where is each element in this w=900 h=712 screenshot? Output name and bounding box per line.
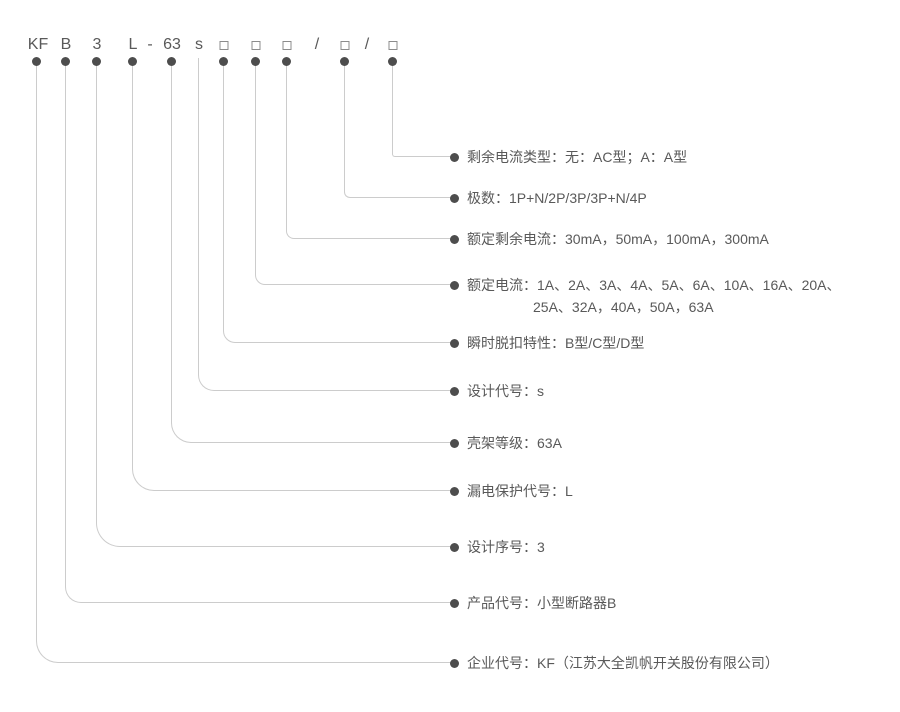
label-bullet <box>450 542 459 552</box>
placeholder-box-icon <box>219 41 229 50</box>
code-segment-dash: - <box>147 36 153 53</box>
code-segment-slash: / <box>314 36 320 53</box>
label-rated-current-line2: 25A、32A，40A，50A，63A <box>533 299 714 315</box>
connector-line <box>223 62 450 343</box>
connector-line <box>132 62 450 491</box>
label-bullet <box>450 193 459 203</box>
code-segment-3: 3 <box>92 36 102 53</box>
label-bullet <box>450 234 459 244</box>
label-product-code: 产品代号：小型断路器B <box>467 595 617 611</box>
code-dot <box>219 57 228 66</box>
label-leakage-protection-code: 漏电保护代号：L <box>467 483 573 499</box>
code-dot <box>251 57 260 66</box>
label-company-code: 企业代号：KF（江苏大全凯帆开关股份有限公司） <box>467 655 779 671</box>
label-bullet <box>450 658 459 668</box>
connector-line <box>286 62 450 239</box>
code-segment-slash: / <box>364 36 370 53</box>
code-dot <box>340 57 349 66</box>
label-design-serial: 设计序号：3 <box>467 539 545 555</box>
label-poles: 极数：1P+N/2P/3P/3P+N/4P <box>467 190 647 206</box>
code-dot <box>32 57 41 66</box>
code-segment-l: L <box>128 36 138 53</box>
connector-line <box>255 62 450 285</box>
code-dot <box>388 57 397 66</box>
connector-line <box>198 58 450 391</box>
code-dot <box>92 57 101 66</box>
connector-line <box>96 62 450 547</box>
label-bullet <box>450 338 459 348</box>
label-bullet <box>450 280 459 290</box>
placeholder-box-icon <box>388 41 398 50</box>
code-segment-kf: KF <box>27 36 49 53</box>
code-dot <box>128 57 137 66</box>
placeholder-box-icon <box>282 41 292 50</box>
connector-line <box>65 62 450 603</box>
code-segment-b: B <box>60 36 72 53</box>
code-segment-s: s <box>195 36 203 53</box>
label-design-code: 设计代号：s <box>467 383 544 399</box>
label-bullet <box>450 598 459 608</box>
code-segment-63: 63 <box>163 36 181 53</box>
connector-line <box>171 62 450 443</box>
label-bullet <box>450 486 459 496</box>
code-dot <box>61 57 70 66</box>
label-instant-trip-type: 瞬时脱扣特性：B型/C型/D型 <box>467 335 645 351</box>
connector-line <box>392 62 450 157</box>
label-bullet <box>450 386 459 396</box>
placeholder-box-icon <box>340 41 350 50</box>
label-rated-residual-current: 额定剩余电流：30mA，50mA，100mA，300mA <box>467 231 769 247</box>
label-rated-current: 额定电流：1A、2A、3A、4A、5A、6A、10A、16A、20A、 25A、… <box>467 274 840 318</box>
label-bullet <box>450 152 459 162</box>
label-residual-current-type: 剩余电流类型：无：AC型；A：A型 <box>467 149 688 165</box>
code-dot <box>282 57 291 66</box>
placeholder-box-icon <box>251 41 261 50</box>
label-rated-current-line1: 额定电流：1A、2A、3A、4A、5A、6A、10A、16A、20A、 <box>467 277 841 293</box>
connector-line <box>344 62 450 198</box>
label-bullet <box>450 438 459 448</box>
connector-line <box>36 62 450 663</box>
code-dot <box>167 57 176 66</box>
label-frame-rating: 壳架等级：63A <box>467 435 562 451</box>
